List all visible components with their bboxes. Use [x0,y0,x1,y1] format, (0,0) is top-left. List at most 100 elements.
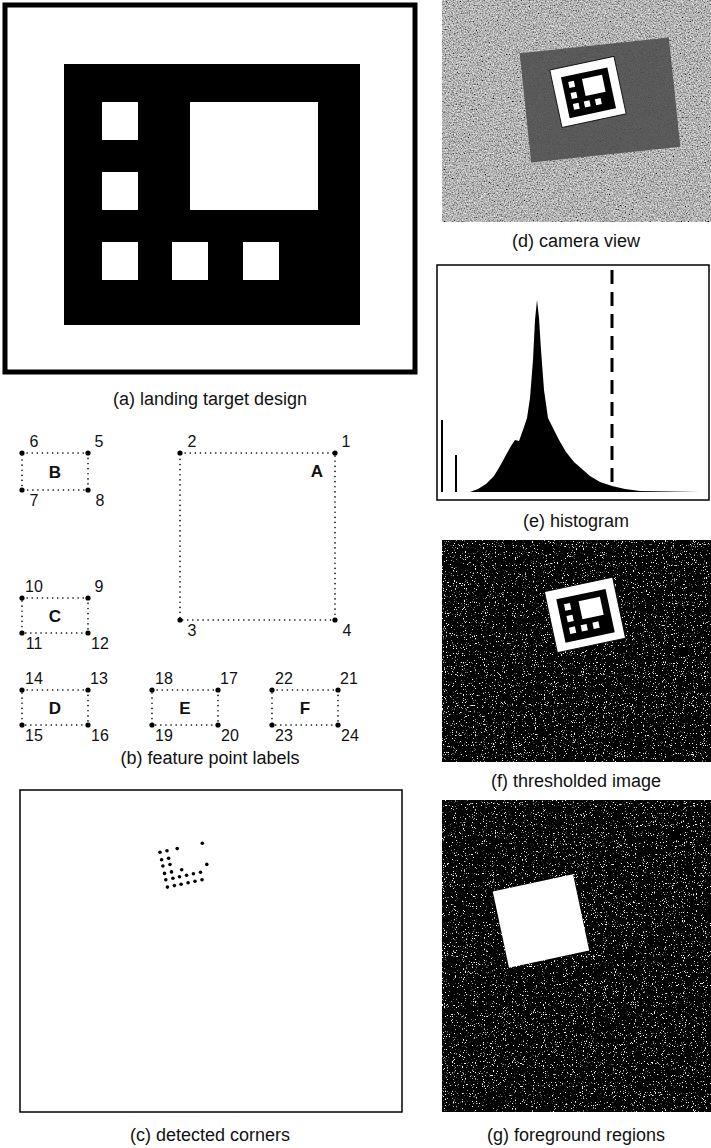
point-number: 8 [96,493,105,509]
corner-dot [173,884,177,888]
dotted-outline [22,598,88,633]
point-number: 13 [90,671,108,687]
feature-point [19,487,24,492]
histogram-frame [437,265,709,500]
feature-point [215,687,220,692]
point-number: 19 [155,728,173,744]
corner-dot [164,878,168,882]
foreground-region [493,874,589,967]
feature-point [269,687,274,692]
corner-dot [165,849,169,853]
feature-point [19,595,24,600]
region-letter: F [300,699,310,716]
caption: (g) foreground regions [487,1126,665,1144]
caption: (e) histogram [523,512,629,530]
foreground-noise [442,800,711,1112]
corner-dot [180,868,184,872]
feature-point [177,617,182,622]
corner-dot [199,871,203,875]
region-letter: D [49,699,61,716]
point-number: 3 [188,623,197,639]
region-letter: B [49,463,61,480]
corner-dot [163,872,167,876]
corner-dot [192,872,196,876]
threshold-ground [442,540,711,762]
corner-dot [158,851,162,855]
landing-target [5,5,415,372]
dotted-outline [152,690,218,725]
corner-dot [201,842,205,846]
point-number: 14 [25,671,43,687]
feature-point [269,722,274,727]
foreground-ground [442,800,711,1112]
feature-point [19,450,24,455]
target-in-camera [550,56,626,127]
caption: (a) landing target design [113,390,307,408]
feature-point [85,487,90,492]
feature-point [19,630,24,635]
point-number: 2 [188,434,197,450]
histogram-bars [440,300,700,492]
corner-dot [193,880,197,884]
point-number: 17 [220,671,238,687]
corner-dot [205,863,209,867]
corner-dot [186,881,190,885]
feature-point [85,722,90,727]
feature-point [85,687,90,692]
threshold-line [611,270,614,492]
corner-dot [168,863,172,867]
grass-texture [442,0,711,222]
caption: (c) detected corners [130,1126,290,1144]
point-number: 10 [25,579,43,595]
caption: (f) thresholded image [491,772,661,790]
point-number: 6 [30,434,39,450]
point-number: 23 [275,728,293,744]
corner-dot [200,878,204,882]
detected-corners [158,842,208,889]
region-letter: A [311,463,323,480]
feature-point [177,450,182,455]
feature-point [332,617,337,622]
feature-point [85,450,90,455]
dotted-outline [180,453,335,620]
corners-frame [20,790,402,1112]
feature-point [85,630,90,635]
feature-point [335,687,340,692]
feature-marks [19,450,340,727]
caption: (d) camera view [512,232,640,250]
landing-mat [520,37,681,162]
point-number: 5 [95,434,104,450]
point-number: 7 [30,493,39,509]
region-letter: C [49,607,61,624]
caption: (b) feature point labels [120,749,299,767]
feature-point [149,687,154,692]
region-letter: E [179,699,190,716]
feature-point [149,722,154,727]
point-number: 20 [221,728,239,744]
feature-point [85,595,90,600]
point-number: 18 [155,671,173,687]
feature-point [19,687,24,692]
corner-dot [160,858,164,862]
threshold-noise [442,540,711,762]
corner-dot [166,885,170,889]
feature-point [335,722,340,727]
point-number: 11 [26,636,43,652]
dotted-outline [22,453,88,490]
corner-dot [178,875,182,879]
target-thresholded [544,577,625,653]
point-number: 16 [91,728,109,744]
feature-point [332,450,337,455]
corner-dot [167,856,171,860]
point-number: 4 [343,623,352,639]
point-number: 1 [342,434,351,450]
point-number: 9 [95,579,104,595]
point-number: 24 [341,728,359,744]
feature-point [215,722,220,727]
dotted-outline [22,690,88,725]
feature-point [19,722,24,727]
corner-dot [175,847,179,851]
corner-dot [185,874,189,878]
